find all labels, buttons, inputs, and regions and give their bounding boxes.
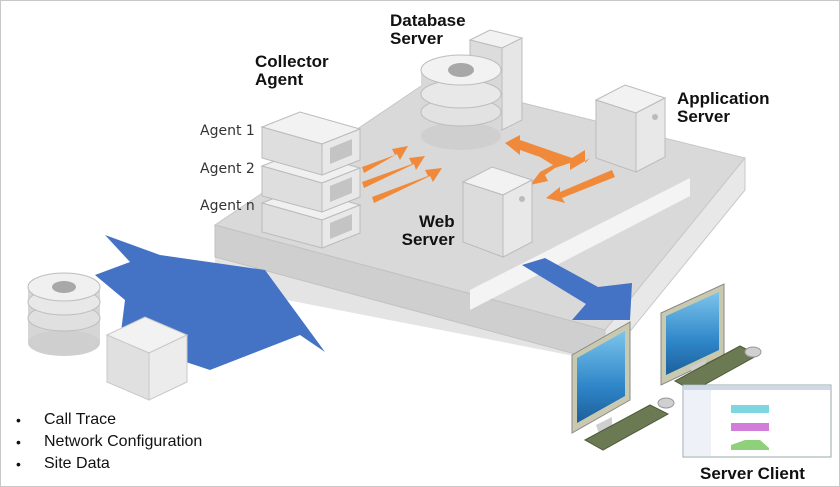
data-source-item: • Site Data xyxy=(16,453,202,475)
bullet-icon: • xyxy=(16,412,21,428)
collector-agent-label-line2: Agent xyxy=(255,69,304,89)
data-source-list: • Call Trace • Network Configuration • Site… xyxy=(16,409,202,475)
application-server-label-line1: Application xyxy=(677,89,770,108)
database-server-label-line1: Database xyxy=(390,11,466,30)
agent-1-box-icon xyxy=(260,111,362,176)
data-source-label: Network Configuration xyxy=(44,433,203,450)
client-monitor-1-icon xyxy=(571,321,675,451)
database-server-label: Database Server xyxy=(390,12,466,48)
server-client-label: Server Client xyxy=(700,464,805,483)
agent-1-label: Agent 1 xyxy=(200,123,255,139)
client-monitor-2-icon xyxy=(660,283,762,392)
data-source-item: • Network Configuration xyxy=(16,431,202,453)
database-server-icon xyxy=(420,29,524,150)
web-server-label-line2: Server xyxy=(401,229,455,249)
data-source-label: Site Data xyxy=(44,455,110,472)
database-server-label-line2: Server xyxy=(390,28,443,48)
application-server-label-line2: Server xyxy=(677,106,730,126)
data-source-item: • Call Trace xyxy=(16,409,202,431)
application-server-label: Application Server xyxy=(677,90,770,126)
server-interaction-arrows xyxy=(505,135,615,203)
agent-n-label: Agent n xyxy=(200,198,255,214)
web-server-label: Web Server xyxy=(400,213,455,249)
web-server-icon xyxy=(461,166,534,258)
bullet-icon: • xyxy=(16,456,21,472)
bullet-icon: • xyxy=(16,434,21,450)
collector-agent-label-line1: Collector xyxy=(255,52,329,71)
application-server-icon xyxy=(594,84,667,173)
source-database-icon xyxy=(27,272,101,356)
collector-agent-label: Collector Agent xyxy=(255,53,329,89)
collector-agent-stack xyxy=(260,111,362,249)
outbound-data-arrow xyxy=(522,258,632,320)
agent-to-database-arrows xyxy=(362,146,442,203)
web-server-label-line1: Web xyxy=(419,212,455,231)
server-client-screenshot xyxy=(682,384,832,458)
data-source-label: Call Trace xyxy=(44,411,117,428)
agent-2-label: Agent 2 xyxy=(200,161,255,177)
source-box-icon xyxy=(105,316,189,401)
